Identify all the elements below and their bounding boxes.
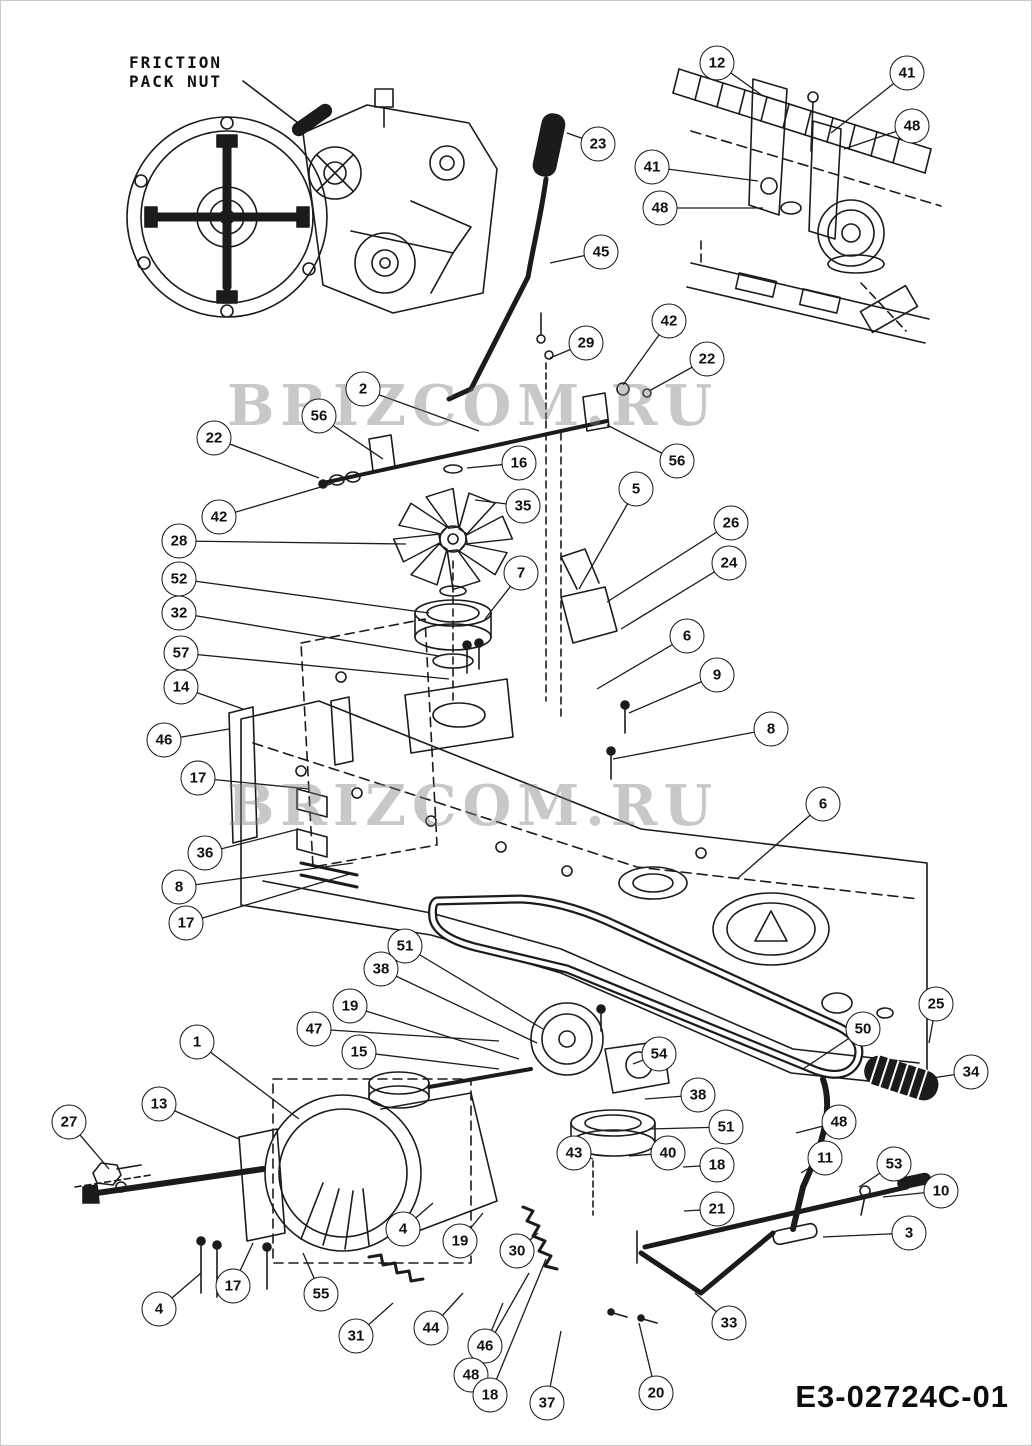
frame-inset-drawing [672,68,942,344]
callout-3: 3 [891,1215,927,1251]
callout-50: 50 [845,1011,881,1047]
callout-28: 28 [161,523,197,559]
callout-57: 57 [163,635,199,671]
callout-30: 30 [499,1233,535,1269]
callout-13: 13 [141,1086,177,1122]
callout-18: 18 [472,1377,508,1413]
callout-55: 55 [303,1276,339,1312]
callout-41: 41 [634,149,670,185]
callout-14: 14 [163,669,199,705]
callout-8: 8 [753,711,789,747]
callout-48: 48 [642,190,678,226]
callout-48: 48 [894,108,930,144]
spring-drawing [367,1205,559,1283]
callout-17: 17 [168,905,204,941]
callout-8: 8 [161,869,197,905]
callout-18: 18 [699,1147,735,1183]
callout-17: 17 [180,760,216,796]
callout-48: 48 [453,1357,489,1393]
callout-16: 16 [501,445,537,481]
callout-44: 44 [413,1310,449,1346]
drawing-number: E3-02724C-01 [795,1379,1009,1414]
callout-43: 43 [556,1135,592,1171]
callout-25: 25 [918,986,954,1022]
callout-41: 41 [889,55,925,91]
callout-27: 27 [51,1104,87,1140]
friction-pack-nut-label: FRICTION PACK NUT [129,53,222,91]
friction-pack-nut-label-line2: PACK NUT [129,72,223,91]
callout-6: 6 [805,786,841,822]
callout-32: 32 [161,595,197,631]
callout-42: 42 [201,499,237,535]
friction-pack-inset-drawing [126,80,498,318]
callout-31: 31 [338,1318,374,1354]
callout-56: 56 [301,398,337,434]
callout-4: 4 [141,1291,177,1327]
callout-33: 33 [711,1305,747,1341]
callout-47: 47 [296,1011,332,1047]
callout-2: 2 [345,371,381,407]
callout-45: 45 [583,234,619,270]
callout-53: 53 [876,1146,912,1182]
shift-rod-drawing [318,350,652,722]
callout-37: 37 [529,1385,565,1421]
callout-12: 12 [699,45,735,81]
callout-6: 6 [669,618,705,654]
watermark-text: BRIZCOM.RU [227,773,719,839]
callout-21: 21 [699,1191,735,1227]
callout-20: 20 [638,1375,674,1411]
callout-23: 23 [580,126,616,162]
brake-lever-drawing [607,1076,931,1324]
callout-22: 22 [689,341,725,377]
drive-belt-drawing [428,894,864,1079]
callout-36: 36 [187,835,223,871]
callout-1: 1 [179,1024,215,1060]
friction-pack-nut-label-line1: FRICTION [129,53,223,72]
compression-spring-drawing [864,1054,939,1101]
callout-22: 22 [196,420,232,456]
callout-46: 46 [146,722,182,758]
transaxle-drawing [82,1067,533,1298]
callout-29: 29 [568,325,604,361]
callout-54: 54 [641,1036,677,1072]
callout-4: 4 [385,1211,421,1247]
callout-24: 24 [711,545,747,581]
callout-15: 15 [341,1034,377,1070]
callout-17: 17 [215,1268,251,1304]
callout-7: 7 [503,555,539,591]
callout-34: 34 [953,1054,989,1090]
callout-11: 11 [807,1140,843,1176]
callout-51: 51 [708,1109,744,1145]
callout-10: 10 [923,1173,959,1209]
callout-42: 42 [651,303,687,339]
callout-56: 56 [659,443,695,479]
axle-fitting-drawing [74,1162,152,1188]
callout-38: 38 [680,1077,716,1113]
callout-52: 52 [161,561,197,597]
callout-38: 38 [363,951,399,987]
callout-9: 9 [699,657,735,693]
callout-19: 19 [442,1223,478,1259]
callout-5: 5 [618,471,654,507]
callout-35: 35 [505,488,541,524]
callout-19: 19 [332,988,368,1024]
callout-26: 26 [713,505,749,541]
callout-48: 48 [821,1104,857,1140]
callout-40: 40 [650,1135,686,1171]
